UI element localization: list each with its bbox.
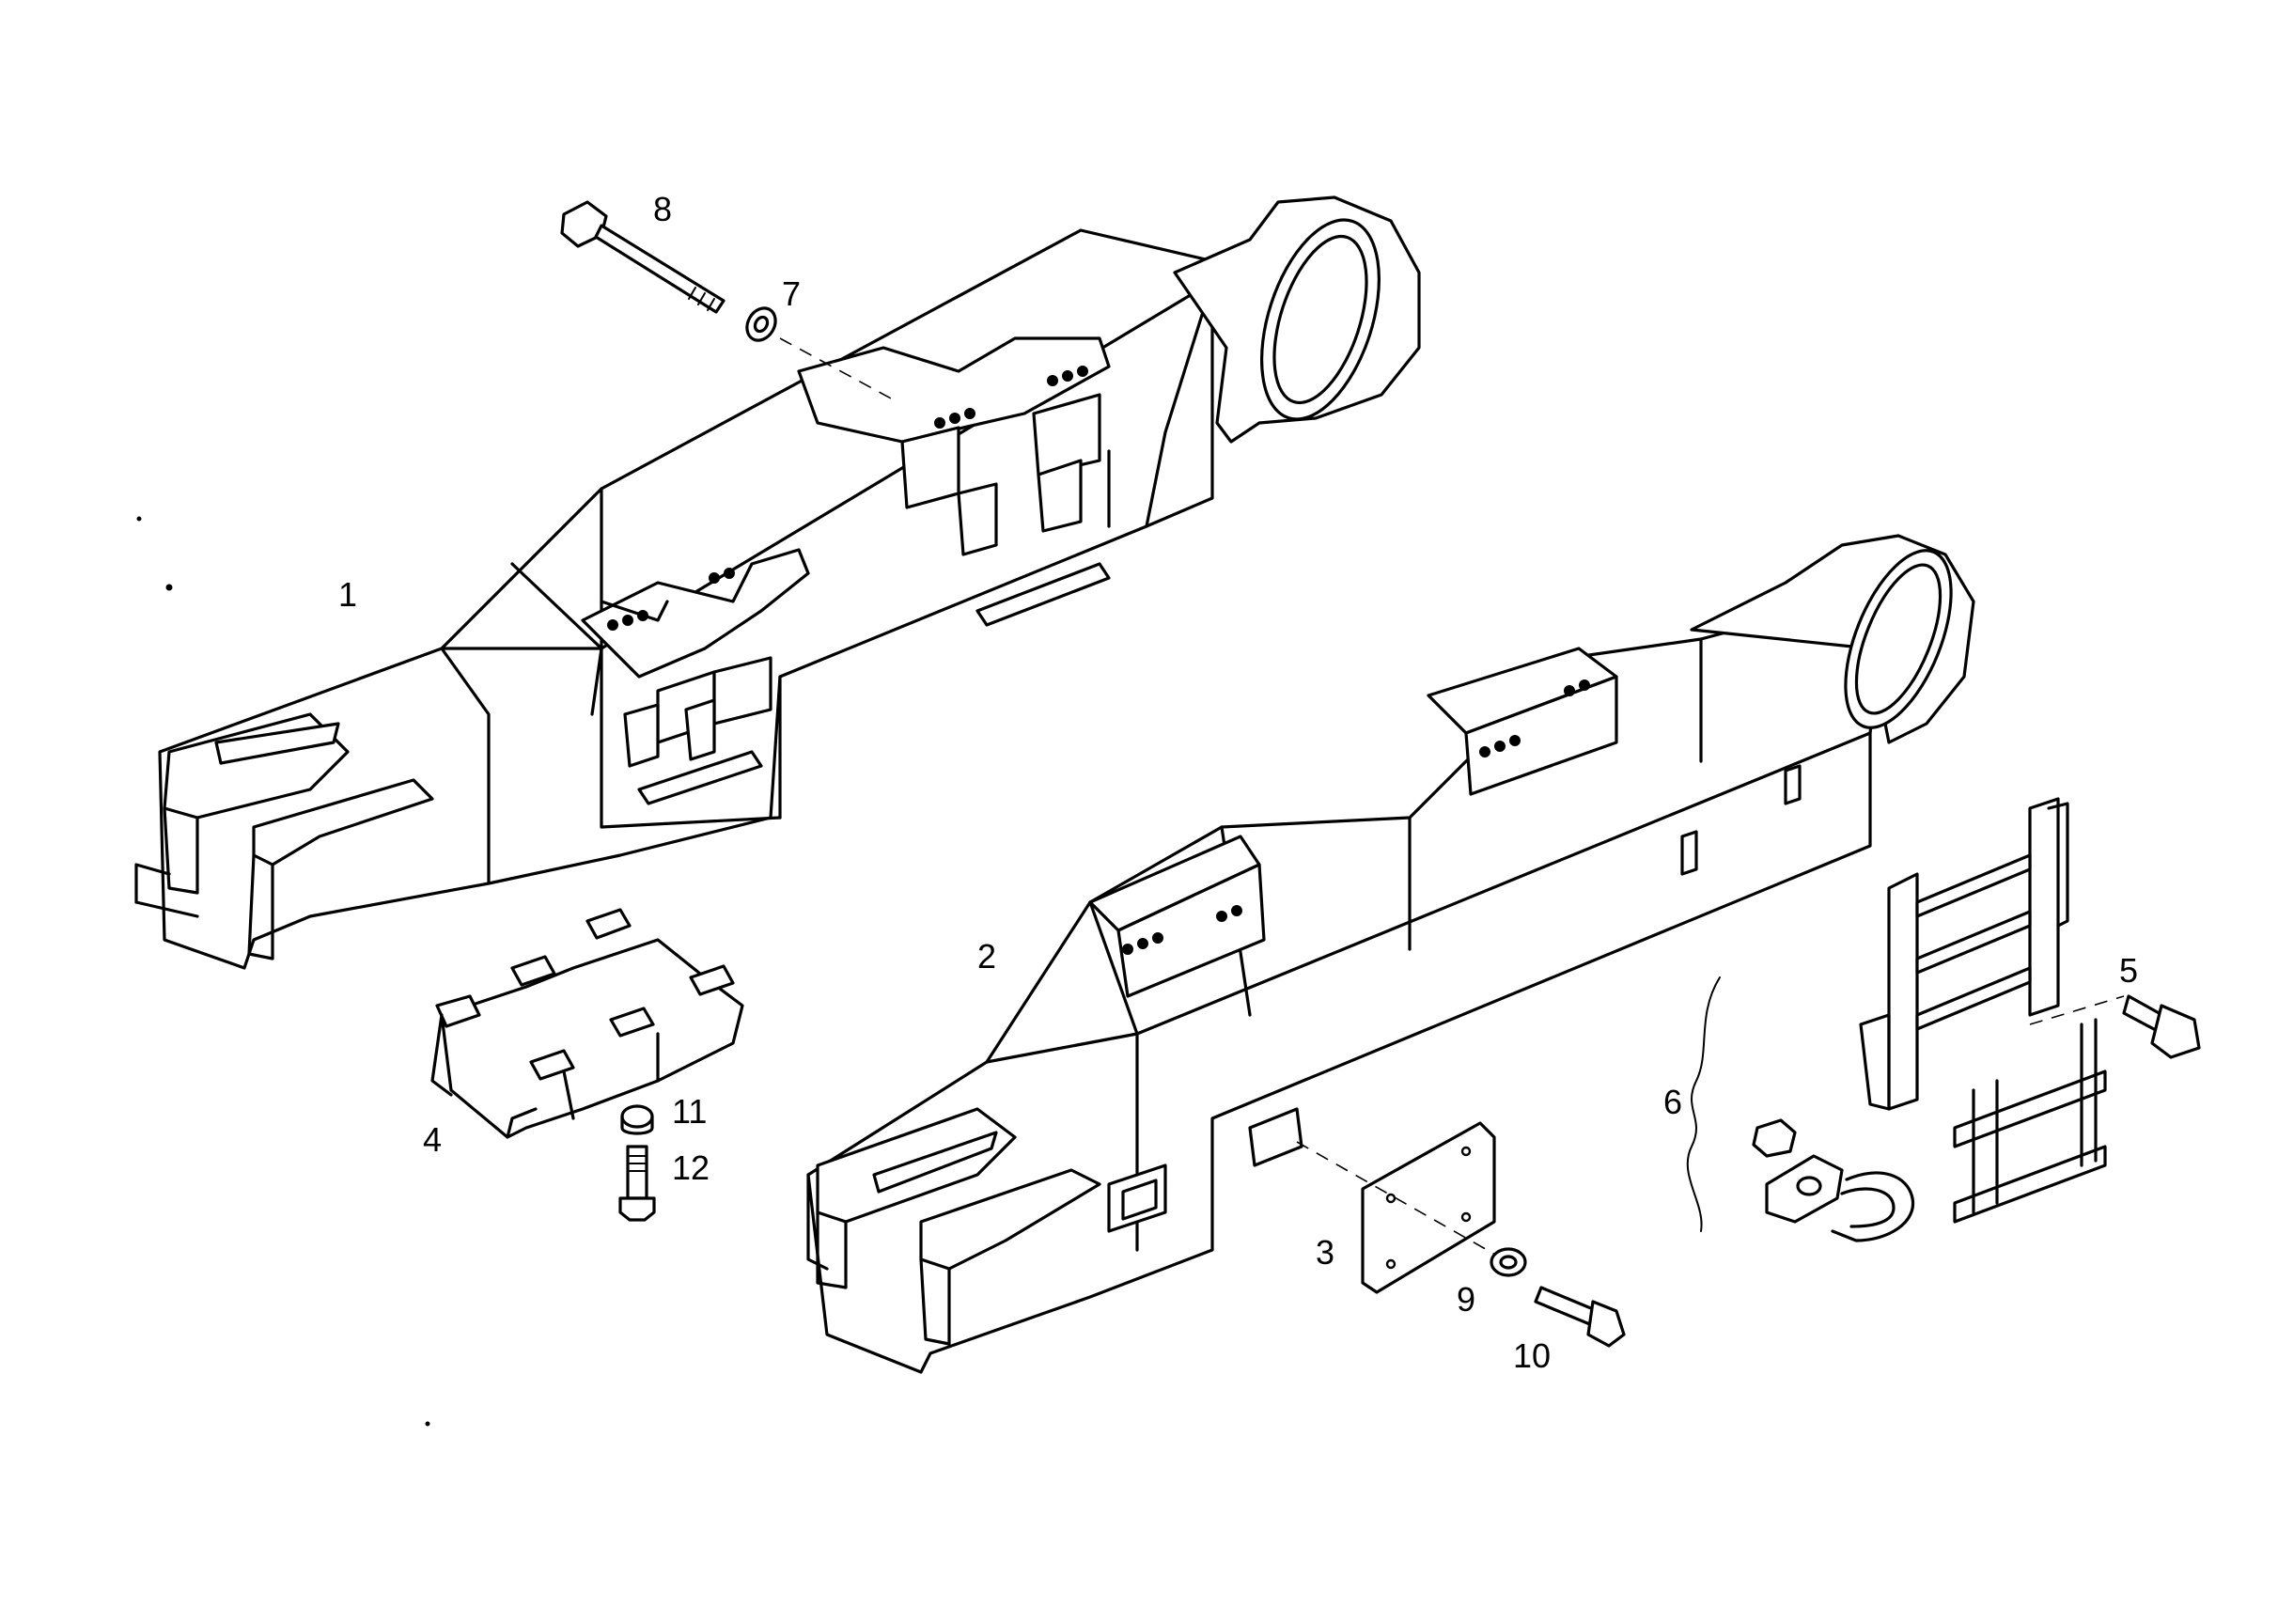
callout-5: 5	[2119, 951, 2138, 990]
track-frame-lower	[806, 534, 1975, 1374]
cover-plate	[1296, 1121, 1505, 1294]
bolt-10	[1534, 1286, 1626, 1348]
roller-guard	[430, 908, 744, 1139]
callout-11: 11	[672, 1092, 707, 1131]
speck	[165, 584, 173, 591]
callout-7: 7	[782, 274, 801, 313]
callout-1: 1	[338, 575, 357, 614]
callout-12: 12	[672, 1148, 710, 1187]
bolt-8	[560, 200, 726, 314]
callout-10: 10	[1513, 1336, 1551, 1375]
washer-7	[745, 306, 894, 400]
callout-3: 3	[1316, 1233, 1334, 1272]
callout-2: 2	[977, 937, 996, 976]
washer-11	[620, 1104, 654, 1135]
callout-4: 4	[423, 1120, 442, 1159]
callout-6: 6	[1663, 1083, 1682, 1121]
washer-9	[1490, 1247, 1527, 1277]
track-frame-upper	[134, 195, 1421, 970]
speck	[425, 1421, 430, 1427]
step-assembly	[1686, 797, 2107, 1242]
callout-9: 9	[1457, 1280, 1475, 1319]
speck	[136, 516, 142, 522]
bolt-5	[2029, 994, 2201, 1059]
callout-8: 8	[653, 190, 672, 228]
bolt-12	[618, 1145, 656, 1222]
